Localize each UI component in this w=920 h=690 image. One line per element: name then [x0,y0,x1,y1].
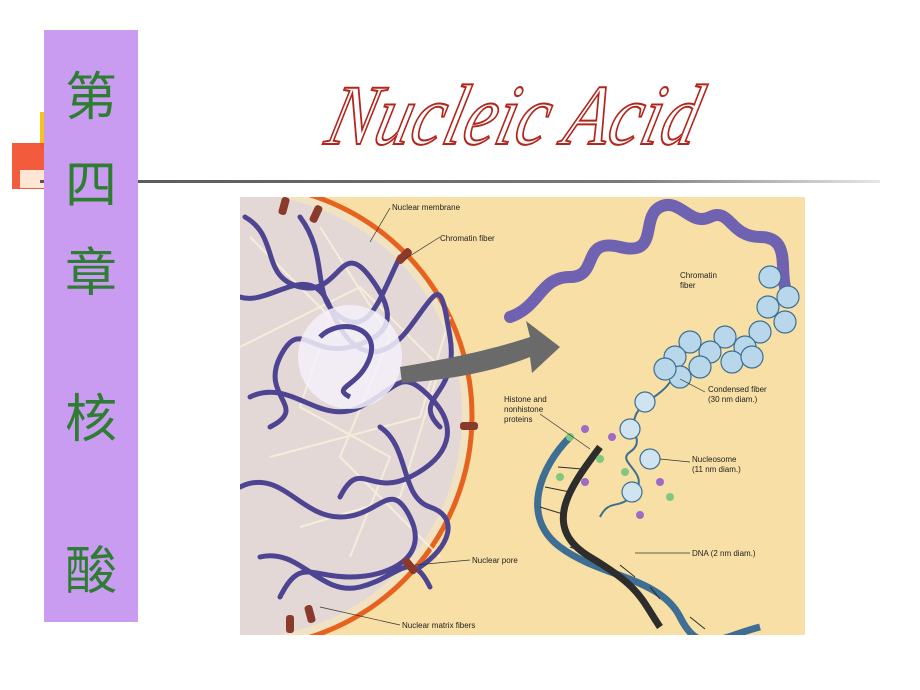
chromatin-tangle-shape [240,214,454,600]
chapter-char-3: 章 [64,244,117,304]
label-nuclear-pore: Nuclear pore [472,556,518,565]
label-histone-2: nonhistone [504,405,544,414]
label-dna: DNA (2 nm diam.) [692,549,756,558]
label-chromatin-right-1: Chromatin [680,271,717,280]
label-leader-lines [319,207,706,626]
protein-dots-shape [556,425,674,519]
title-text: Nucleic Acid [318,67,713,163]
header-rule [40,180,880,183]
label-histone-1: Histone and [504,395,547,404]
dna-base-pairs-shape [539,466,706,630]
label-condensed-2: (30 nm diam.) [708,395,758,404]
condensed-fiber-shape [653,265,800,389]
dna-helix-shape [534,434,761,635]
chapter-char-5: 酸 [64,542,117,602]
nucleosome-beads-shape [619,391,661,503]
nuclear-pores-shape [278,197,478,633]
slide-title: Nucleic Acid [300,48,720,168]
label-chromatin-right-2: fiber [680,281,696,290]
label-nuclear-matrix: Nuclear matrix fibers [402,621,475,630]
nucleus-chromatin-figure: Nuclear membrane Chromatin fiber Chromat… [240,197,805,635]
decorative-pink-square [20,170,50,188]
label-condensed-1: Condensed fiber [708,385,767,394]
label-chromatin-fiber: Chromatin fiber [440,234,495,243]
chapter-char-4: 核 [64,390,117,450]
label-histone-3: proteins [504,415,532,424]
zoom-arrow-shape [400,321,560,383]
chromatin-fiber-wave-shape [504,199,791,323]
label-nuclear-membrane: Nuclear membrane [392,203,461,212]
chapter-sidebar: 第 四 章 核 酸 [44,30,138,622]
chapter-char-1: 第 [64,68,117,128]
label-nucleosome-1: Nucleosome [692,455,737,464]
label-nucleosome-2: (11 nm diam.) [692,465,741,474]
chapter-char-2: 四 [64,156,117,216]
